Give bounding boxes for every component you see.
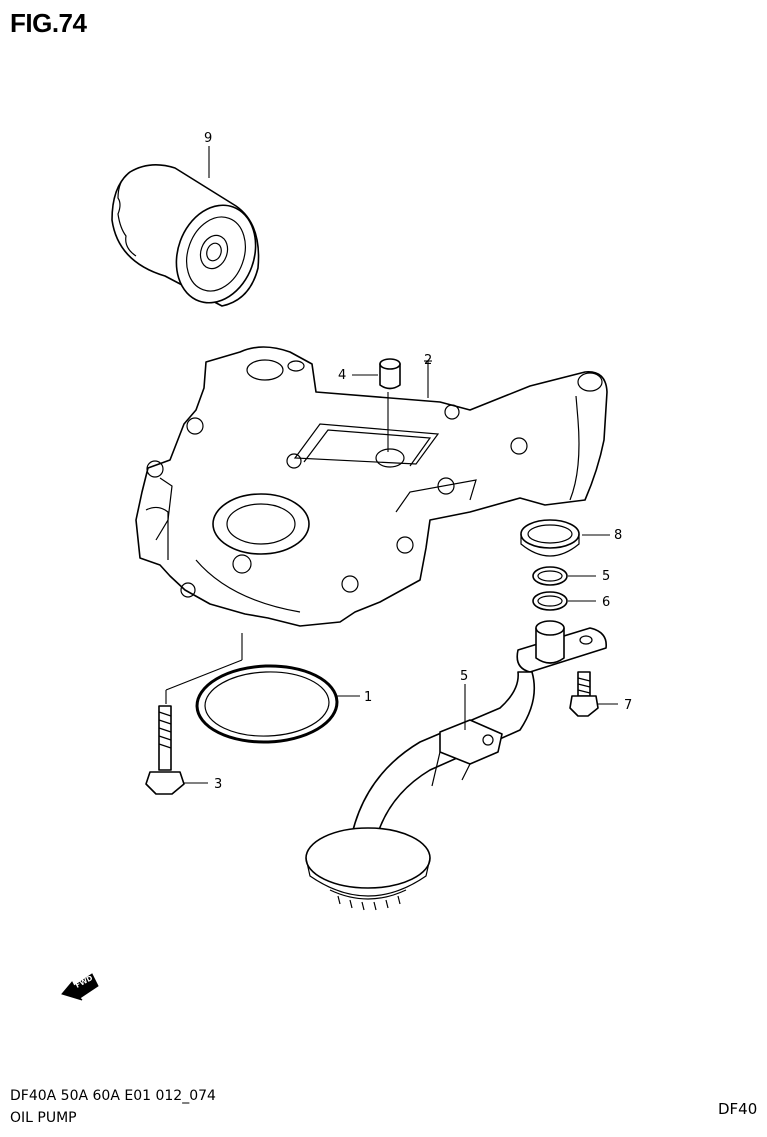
callout-3: 3 xyxy=(214,777,222,792)
callout-2: 2 xyxy=(424,353,432,368)
bolt-part[interactable] xyxy=(145,705,185,795)
figure-title: FIG.74 xyxy=(10,8,87,38)
callout-7: 7 xyxy=(624,698,632,713)
o-ring-small-lower-part[interactable] xyxy=(532,591,568,611)
catalog-code: DF40A 50A 60A E01 012_074 xyxy=(10,1088,216,1104)
callout-6-upper: 5 xyxy=(602,569,610,584)
bolt-short-part[interactable] xyxy=(569,671,599,717)
o-ring-large-part[interactable] xyxy=(195,664,339,745)
callout-5: 5 xyxy=(460,669,468,684)
callout-8: 8 xyxy=(614,528,622,543)
callout-6-lower: 6 xyxy=(602,595,610,610)
callout-4: 4 xyxy=(338,368,346,383)
callout-1: 1 xyxy=(364,690,372,705)
oil-pump-body-part[interactable] xyxy=(135,346,608,627)
o-ring-small-upper-part[interactable] xyxy=(532,566,568,586)
section-name: OIL PUMP xyxy=(10,1110,77,1126)
dowel-pin-part[interactable] xyxy=(379,358,401,390)
oil-strainer-part[interactable] xyxy=(305,620,607,911)
oil-filter-part[interactable] xyxy=(111,164,269,314)
seal-ring-part[interactable] xyxy=(520,519,580,557)
callout-9: 9 xyxy=(204,131,212,146)
model-label: DF40 xyxy=(718,1100,758,1118)
fwd-arrow-icon: FWD xyxy=(61,973,99,1001)
